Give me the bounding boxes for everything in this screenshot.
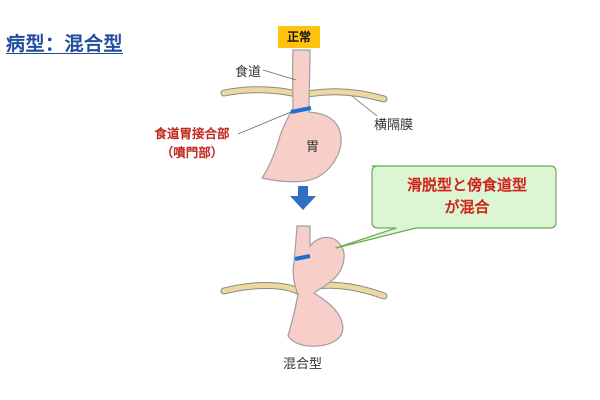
normal-esophagus-stomach (261, 49, 342, 183)
normal-junction-band (290, 106, 312, 114)
mixed-type-anatomy (220, 225, 388, 347)
normal-badge: 正常 (278, 26, 320, 48)
junction-leader (237, 111, 292, 135)
diaphragm-leader (351, 95, 378, 117)
down-arrow-icon (290, 186, 316, 210)
esophagus-leader (262, 69, 297, 81)
callout-line2: が混合 (444, 198, 490, 216)
callout-line1: 滑脱型と傍食道型 (406, 176, 527, 194)
slide-title: 病型：混合型 (6, 33, 124, 55)
junction-label-line2: （噴門部） (160, 145, 224, 160)
callout-bubble (335, 165, 557, 249)
normal-anatomy (220, 49, 388, 183)
mixed-type-caption: 混合型 (283, 357, 323, 372)
stomach-label: 胃 (306, 140, 320, 155)
junction-label-line1: 食道胃接合部 (154, 126, 230, 141)
junction-label: 食道胃接合部 （噴門部） (146, 123, 238, 161)
callout-text: 滑脱型と傍食道型 が混合 (380, 174, 554, 218)
mixed-junction-band (294, 254, 311, 261)
esophagus-label: 食道 (235, 65, 262, 80)
diaphragm-label: 横隔膜 (374, 118, 414, 133)
